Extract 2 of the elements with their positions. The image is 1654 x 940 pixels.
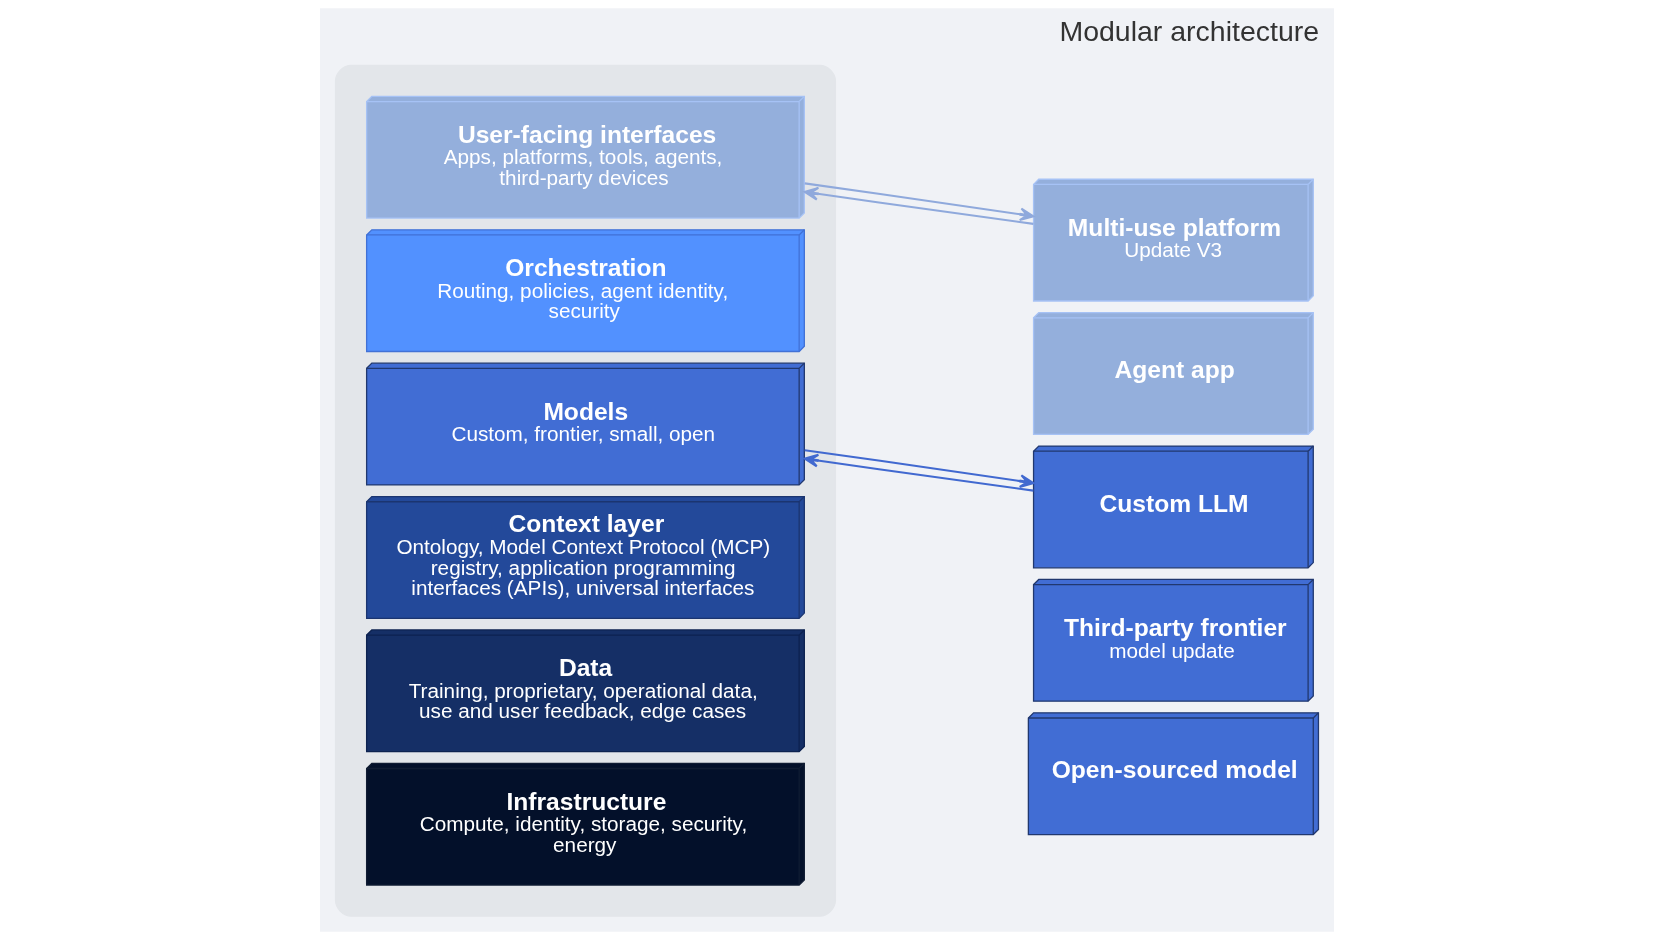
cluster [334, 64, 837, 917]
diagram-title: Modular architecture [1059, 15, 1320, 48]
